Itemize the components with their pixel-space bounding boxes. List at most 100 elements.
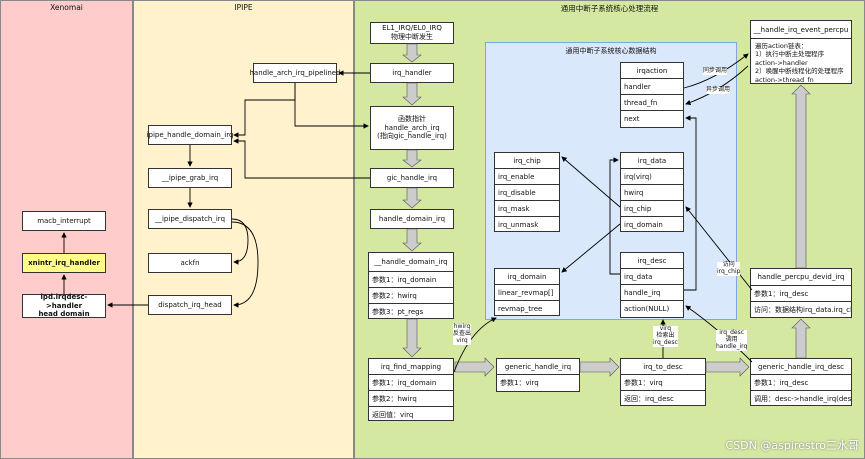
- handle-domain-irq-box: handle_domain_irq: [370, 209, 454, 229]
- generic-handle-irq-desc-box: generic_handle_irq_desc 参数1：irq_desc 调用：…: [750, 358, 852, 406]
- xnintr-irq-handler-box: xnintr_irq_handler: [22, 253, 106, 273]
- irq-to-desc-box: irq_to_desc 参数1：virq 返回：irq_desc: [620, 358, 706, 406]
- ipd-irqdesc-handler-box: ipd.irqdesc->handler head domain: [22, 292, 106, 319]
- irqaction-handler: handler: [621, 79, 683, 95]
- irq-desc-handle-irq: handle_irq: [621, 285, 683, 301]
- irq-domain-linear-revmap: linear_revmap[]: [495, 285, 559, 301]
- irq-data-virq: irq(virq): [621, 169, 683, 185]
- handle-arch-irq-pipelined-label: handle_arch_irq_pipelined: [249, 68, 341, 77]
- irq-desc-irq-data: irq_data: [621, 269, 683, 285]
- ipipe-grab-irq-label: __ipipe_grab_irq: [161, 173, 219, 182]
- el1-line2: 物理中断发生: [391, 33, 433, 41]
- virq-line3: irq_desc: [653, 338, 678, 346]
- irq-domain-revmap-tree: revmap_tree: [498, 305, 543, 313]
- gic-handle-irq-box: gic_handle_irq: [370, 168, 454, 188]
- generic-handle-irq-desc-title: generic_handle_irq_desc: [751, 359, 851, 375]
- irqaction-struct: irqaction handler thread_fn next: [620, 62, 684, 128]
- async-call-label: 异步调用: [706, 86, 731, 94]
- irq-chip-disable: irq_disable: [495, 185, 559, 201]
- event-desc-line3: action->handler: [755, 58, 808, 67]
- func-ptr-line1: 函数指针handle_arch_irq: [384, 114, 440, 132]
- ackfn-box: ackfn: [148, 253, 232, 273]
- dispatch-irq-head-label: dispatch_irq_head: [158, 300, 222, 309]
- irq-data-struct: irq_data irq(virq) hwirq irq_chip irq_do…: [620, 152, 684, 232]
- ipipe-dispatch-irq-box: __ipipe_dispatch_irq: [148, 209, 232, 229]
- irq-find-mapping-param2: 参数2：hwirq: [369, 391, 453, 407]
- xnintr-irq-handler-label: xnintr_irq_handler: [28, 258, 100, 267]
- access-chip-label: 访问 irq_chip: [717, 261, 741, 276]
- el1-line1: EL1_IRQ/EL0_IRQ: [382, 24, 442, 33]
- ipipe-grab-irq-box: __ipipe_grab_irq: [148, 168, 232, 188]
- hwirq-line2: 反查出: [453, 329, 472, 337]
- event-desc-line4: 2）唤醒中断线程化的处理程序: [755, 67, 844, 76]
- irq-desc-title: irq_desc: [621, 253, 683, 269]
- handle-percpu-devid-irq-box: handle_percpu_devid_irq 参数1：irq_desc 访问：…: [750, 268, 852, 318]
- virq-line2: 检索出: [656, 331, 675, 339]
- irq-chip-enable: irq_enable: [495, 169, 559, 185]
- irqdesc-line1: irq_desc: [719, 329, 745, 336]
- irq-data-hwirq: hwirq: [621, 185, 683, 201]
- generic-lane-title: 通用中断子系统核心处理流程: [560, 4, 659, 13]
- irq-chip-unmask: irq_unmask: [498, 221, 539, 229]
- handle-arch-irq-pipelined-box: handle_arch_irq_pipelined: [250, 63, 341, 83]
- ipipe-dispatch-irq-label: __ipipe_dispatch_irq: [154, 214, 226, 223]
- access-chip-line1: 访问: [722, 261, 735, 268]
- handle-percpu-devid-irq-access: 访问：数据结构irq_data.irq_chip: [754, 306, 851, 314]
- irq-to-desc-return: 返回：irq_desc: [624, 395, 674, 403]
- dispatch-irq-head-box: dispatch_irq_head: [148, 295, 232, 315]
- handle-irq-event-percpu-box: __handle_irq_event_percpu 遍历action链表： 1）…: [750, 20, 852, 84]
- generic-handle-irq-desc-param1: 参数1：irq_desc: [751, 375, 851, 391]
- h-domain-irq-param2: 参数2：hwirq: [369, 288, 453, 304]
- h-domain-irq-box: __handle_domain_irq 参数1：irq_domain 参数2：h…: [368, 252, 454, 319]
- hwirq-line3: virq: [456, 336, 468, 344]
- irq-desc-struct: irq_desc irq_data handle_irq action(NULL…: [620, 252, 684, 318]
- ipd-line2: head domain: [38, 310, 90, 319]
- irqdesc-line3: handle_irq: [716, 342, 748, 350]
- generic-handle-irq-param1: 参数1：virq: [500, 379, 539, 387]
- irq-find-mapping-param1: 参数1：irq_domain: [369, 375, 453, 391]
- irq-find-mapping-return: 返回值：virq: [372, 411, 414, 419]
- generic-handle-irq-box: generic_handle_irq 参数1：virq: [496, 358, 580, 392]
- handle-irq-event-percpu-title: __handle_irq_event_percpu: [751, 21, 851, 39]
- ipipe-lane-title: IPIPE: [234, 3, 253, 12]
- watermark: CSDN @aspirestro三水哥: [725, 439, 859, 452]
- core-data-title: 通用中断子系统核心数据结构: [565, 47, 657, 55]
- gic-handle-irq-label: gic_handle_irq: [386, 173, 438, 182]
- irq-to-desc-title: irq_to_desc: [621, 359, 705, 375]
- macb-interrupt-box: macb_interrupt: [22, 211, 106, 231]
- irqaction-thread-fn: thread_fn: [621, 95, 683, 111]
- virq-line1: virq: [659, 325, 672, 332]
- el1-irq-box: EL1_IRQ/EL0_IRQ 物理中断发生: [370, 22, 454, 44]
- irq-domain-struct: irq_domain linear_revmap[] revmap_tree: [494, 268, 560, 316]
- ipipe-handle-domain-irq-label: ipipe_handle_domain_irq: [146, 130, 234, 139]
- handle-domain-irq-label: handle_domain_irq: [378, 214, 446, 223]
- ackfn-label: ackfn: [180, 258, 200, 267]
- irq-handler-box: irq_handler: [370, 63, 454, 83]
- irq-data-irq-chip: irq_chip: [621, 201, 683, 217]
- hwirq-lookup-label: hwirq 反查出 virq: [453, 323, 472, 345]
- irq-to-desc-param1: 参数1：virq: [621, 375, 705, 391]
- generic-handle-irq-desc-call: 调用：desc->handle_irq(desc): [754, 395, 851, 403]
- irq-domain-title: irq_domain: [495, 269, 559, 285]
- irq-handler-label: irq_handler: [392, 68, 432, 77]
- event-desc-line2: 1）执行中断主处理程序: [755, 50, 825, 59]
- irq-chip-mask: irq_mask: [495, 201, 559, 217]
- generic-handle-irq-title: generic_handle_irq: [497, 359, 579, 375]
- virq-lookup-label: virq 检索出 irq_desc: [653, 325, 678, 347]
- handle-arch-irq-pointer-box: 函数指针handle_arch_irq (指向gic_handle_irq): [370, 106, 454, 150]
- sync-call-label: 同步调用: [703, 67, 728, 75]
- ipd-line1: ipd.irqdesc->handler: [40, 292, 88, 310]
- event-desc-line1: 遍历action链表：: [755, 42, 808, 50]
- handle-percpu-devid-irq-param1: 参数1：irq_desc: [751, 286, 851, 302]
- event-desc-line5: action->thread_fn: [755, 75, 814, 84]
- handle-irq-event-percpu-desc: 遍历action链表： 1）执行中断主处理程序 action->handler …: [751, 39, 851, 87]
- h-domain-irq-param1: 参数1：irq_domain: [369, 272, 453, 288]
- func-ptr-line2: (指向gic_handle_irq): [377, 132, 447, 141]
- irq-chip-struct: irq_chip irq_enable irq_disable irq_mask…: [494, 152, 560, 232]
- irq-desc-action: action(NULL): [624, 305, 670, 313]
- irqdesc-line2: 调用: [725, 335, 738, 343]
- irq-chip-title: irq_chip: [495, 153, 559, 169]
- xenomai-lane-title: Xenomai: [50, 3, 83, 12]
- irq-data-irq-domain: irq_domain: [624, 221, 663, 229]
- irqdesc-call-label: irq_desc 调用 handle_irq: [716, 329, 748, 351]
